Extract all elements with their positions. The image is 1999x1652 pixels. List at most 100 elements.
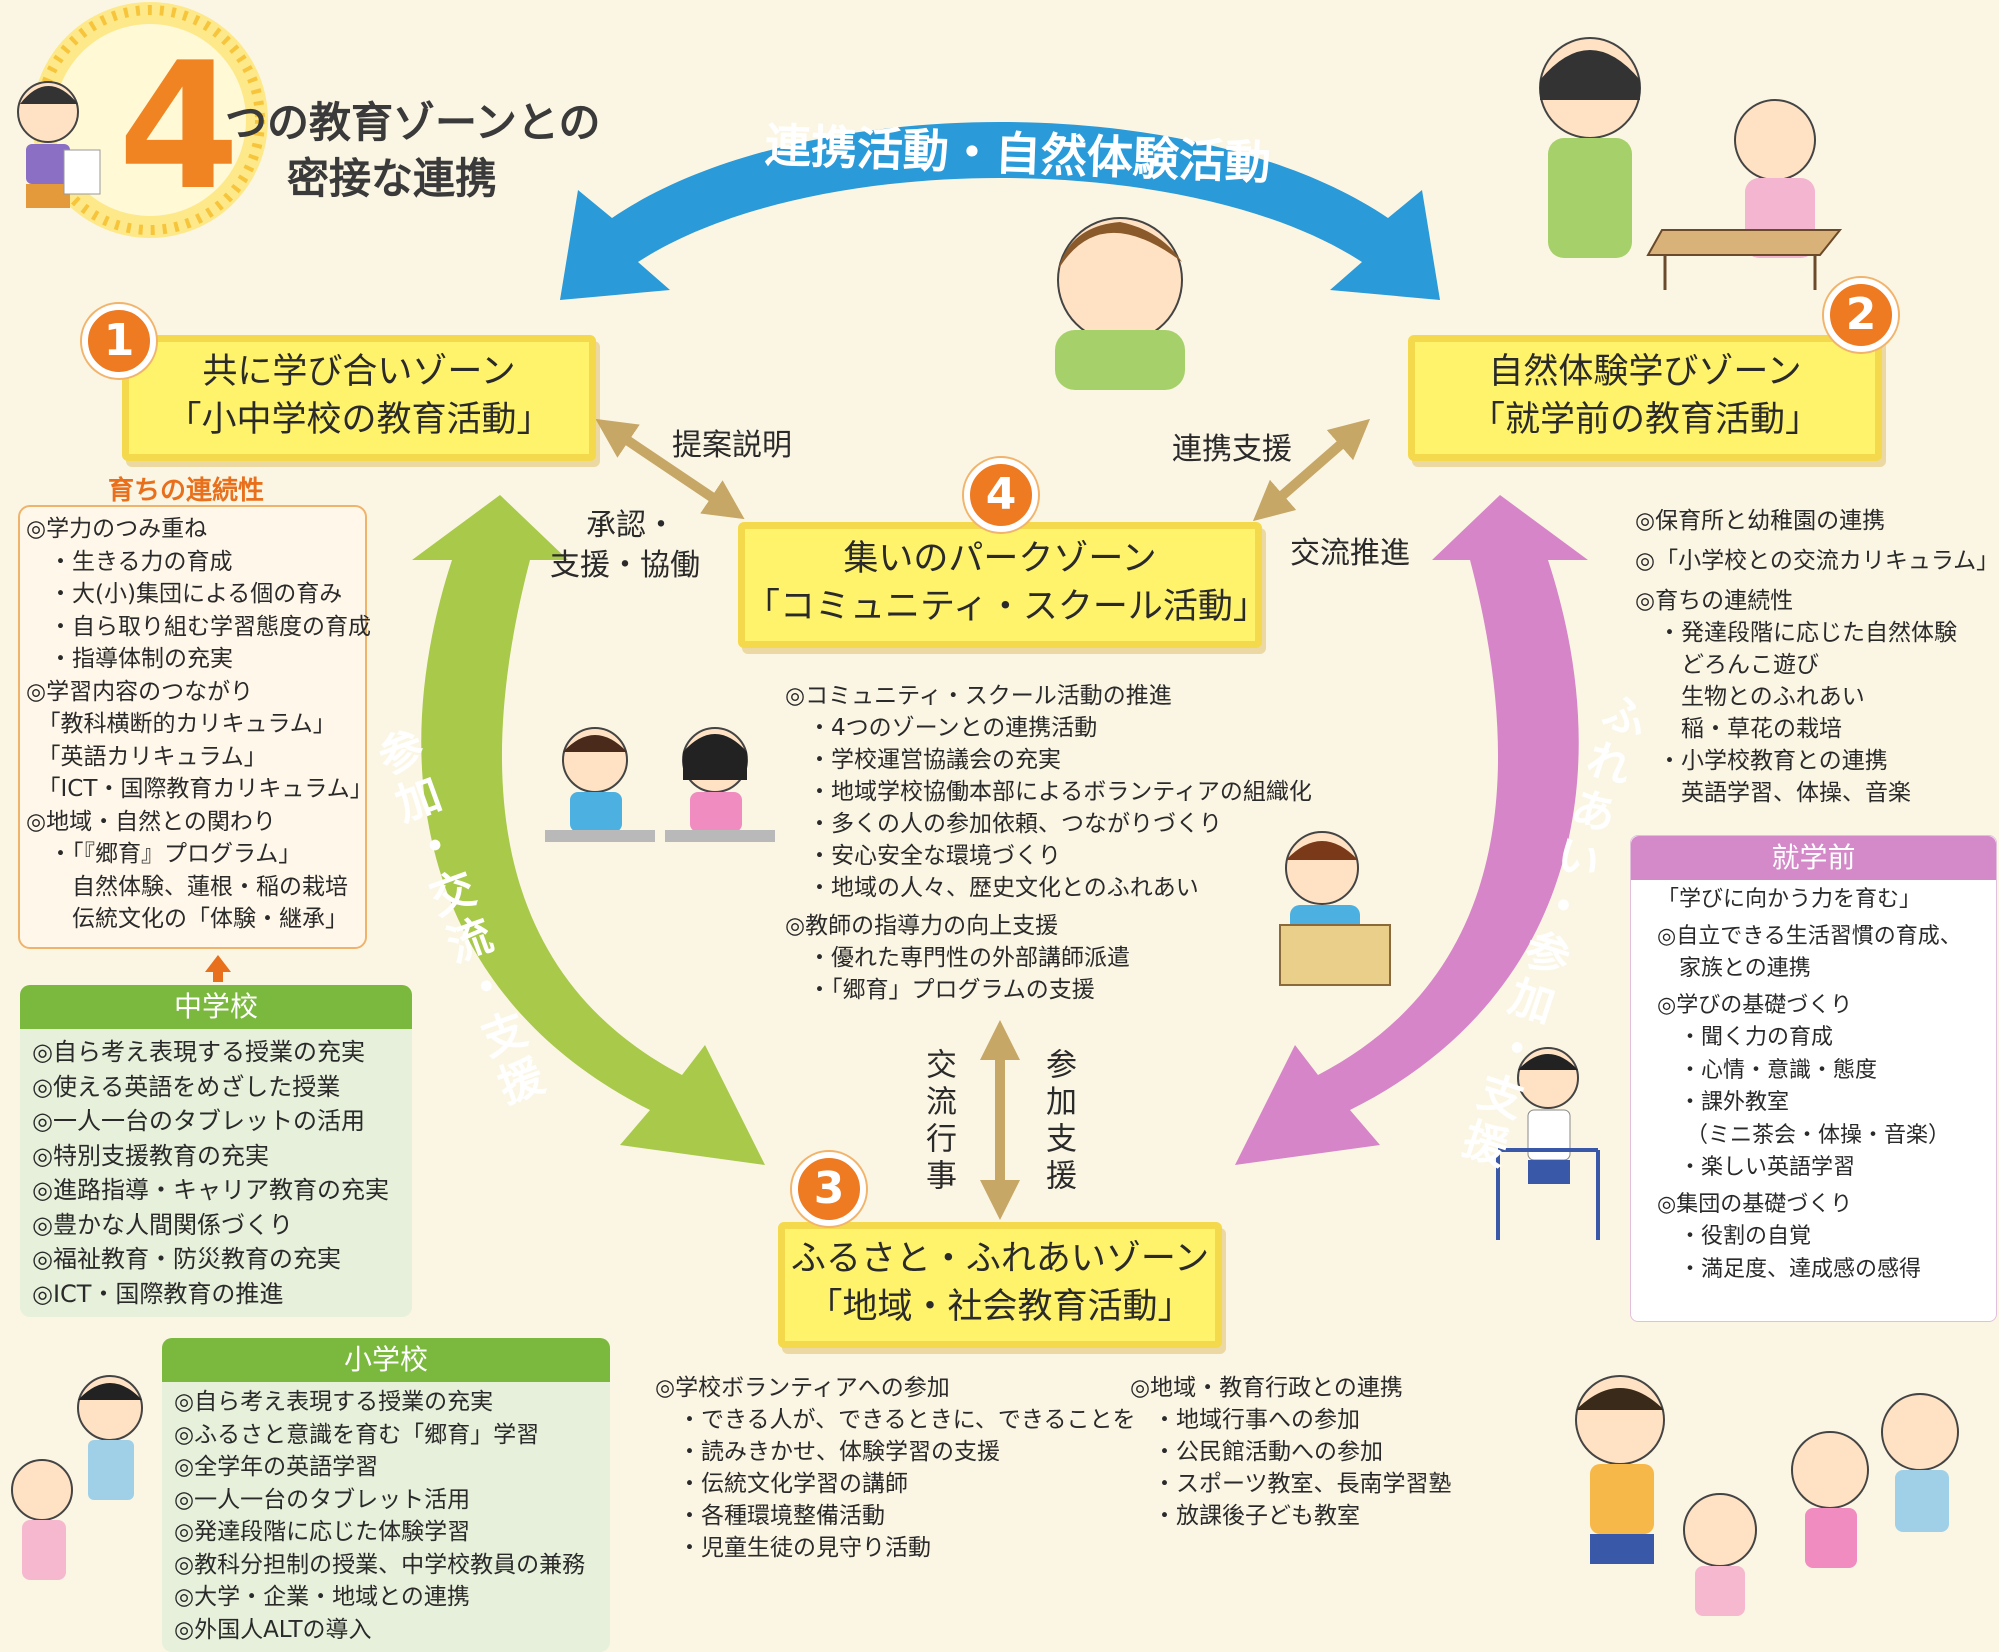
list-item: ◎特別支援教育の充実 <box>32 1141 269 1170</box>
zone-4-badge: 4 <box>964 458 1038 532</box>
list-item: ◎福祉教育・防災教育の充実 <box>32 1245 341 1273</box>
zone-4-line2: 「コミュニティ・スクール活動」 <box>745 587 1268 627</box>
zone-3-line1: ふるさと・ふれあいゾーン <box>790 1239 1210 1279</box>
desk-icon <box>1646 229 1843 290</box>
zone-1-line2: 「小中学校の教育活動」 <box>166 400 552 440</box>
list-item: ・聞く力の育成 <box>1657 1025 1834 1050</box>
sodachi-panel: ◎学力のつみ重ね ・生きる力の育成 ・大(小)集団による個の育み ・自ら取り組む… <box>18 505 373 949</box>
page-title: つの教育ゾーンとの 密接な連携 <box>225 95 600 207</box>
zone-3-line2: 「地域・社会教育活動」 <box>807 1287 1193 1327</box>
child-illustration-icon <box>1055 217 1185 390</box>
list-item: 「学びに向かう力を育む」 <box>1657 887 1922 912</box>
list-item: ・心情・意識・態度 <box>1657 1057 1878 1083</box>
sodachi-list: ◎学力のつみ重ね ・生きる力の育成 ・大(小)集団による個の育み ・自ら取り組む… <box>20 507 373 936</box>
zone-3-box: ふるさと・ふれあいゾーン 「地域・社会教育活動」 <box>778 1222 1222 1348</box>
list-item: 生物とのふれあい <box>1635 684 1865 710</box>
list-item: ・放課後子ども教室 <box>1130 1503 1360 1529</box>
top-blue-arrow <box>560 122 1440 300</box>
list-item: ◎豊かな人間関係づくり <box>32 1210 293 1239</box>
list-item: ◎「小学校との交流カリキュラム」 <box>1635 548 1999 574</box>
shogakko-panel: 小学校 ◎自ら考え表現する授業の充実 ◎ふるさと意識を育む「郷育」学習 ◎全学年… <box>162 1338 610 1652</box>
list-item: ◎一人一台のタブレット活用 <box>174 1486 471 1513</box>
label-center-right: 参加支援 <box>1040 1048 1076 1196</box>
shogakko-list: ◎自ら考え表現する授業の充実 ◎ふるさと意識を育む「郷育」学習 ◎全学年の英語学… <box>162 1382 610 1646</box>
list-item: 英語学習、体操、音楽 <box>1635 780 1911 806</box>
list-item: ・伝統文化学習の講師 <box>655 1471 908 1497</box>
list-item: ◎発達段階に応じた体験学習 <box>174 1519 471 1545</box>
chugakko-heading: 中学校 <box>20 985 412 1029</box>
list-item: ・発達段階に応じた自然体験 <box>1635 620 1957 646</box>
list-item: ◎大学・企業・地域との連携 <box>174 1584 470 1610</box>
list-item: ◎学力のつみ重ね <box>26 516 208 542</box>
label-shonin-2: 支援・協働 <box>550 548 700 583</box>
up-arrow-icon <box>205 955 231 982</box>
list-item: ◎外国人ALTの導入 <box>174 1616 372 1643</box>
list-item: ・大(小)集団による個の育み <box>26 581 343 607</box>
list-item: ・各種環境整備活動 <box>655 1503 885 1529</box>
shugakumae-heading: 就学前 <box>1631 836 1996 880</box>
shogakko-heading: 小学校 <box>162 1338 610 1382</box>
list-item: （ミニ茶会・体操・音楽） <box>1657 1122 1950 1148</box>
list-item: ◎全学年の英語学習 <box>174 1454 379 1480</box>
zone-2-badge: 2 <box>1824 278 1898 352</box>
list-item: ・公民館活動への参加 <box>1130 1439 1383 1465</box>
list-item: ・地域学校協働本部によるボランティアの組織化 <box>785 779 1312 805</box>
right-pink-arrow <box>1235 495 1588 1165</box>
list-item: ・課外教室 <box>1657 1090 1790 1115</box>
child-illustration-icon <box>1575 1375 1959 1616</box>
list-item: ◎学校ボランティアへの参加 <box>655 1375 950 1401</box>
list-item: ・できる人が、できるときに、できることを <box>655 1407 1136 1433</box>
list-item: ◎コミュニティ・スクール活動の推進 <box>785 683 1172 709</box>
zone-1-box: 共に学び合いゾーン 「小中学校の教育活動」 <box>122 335 596 461</box>
list-item: ・多くの人の参加依頼、つながりづくり <box>785 811 1222 837</box>
list-item: ・「郷育」プログラムの支援 <box>785 977 1095 1003</box>
list-item: ◎ふるさと意識を育む「郷育」学習 <box>174 1421 540 1448</box>
list-item: 「英語カリキュラム」 <box>26 743 267 770</box>
list-item: ◎自ら考え表現する授業の充実 <box>174 1389 494 1415</box>
list-item: ◎ICT・国際教育の推進 <box>32 1279 284 1308</box>
preschool-list: ◎保育所と幼稚園の連携 ◎「小学校との交流カリキュラム」 ◎育ちの連続性 ・発達… <box>1635 505 1999 809</box>
list-item: ・「『郷育』プログラム」 <box>26 841 302 867</box>
sodachi-heading: 育ちの連続性 <box>108 476 265 506</box>
list-item: 伝統文化の「体験・継承」 <box>26 906 348 932</box>
list-item: 「ICT・国際教育カリキュラム」 <box>26 776 373 802</box>
list-item: ・読みきかせ、体験学習の支援 <box>655 1439 1000 1465</box>
list-item: 「教科横断的カリキュラム」 <box>26 711 336 737</box>
shugakumae-list: 「学びに向かう力を育む」 ◎自立できる生活習慣の育成、 家族との連携 ◎学びの基… <box>1631 880 1996 1286</box>
list-item: ・児童生徒の見守り活動 <box>655 1535 931 1561</box>
list-item: ◎育ちの連続性 <box>1635 588 1794 614</box>
child-illustration-icon <box>1539 37 1816 258</box>
list-item: ・4つのゾーンとの連携活動 <box>785 715 1098 741</box>
child-illustration-icon <box>11 1375 143 1580</box>
label-koryu: 交流推進 <box>1290 536 1410 571</box>
left-green-arrow <box>412 495 765 1165</box>
shugakumae-panel: 就学前 「学びに向かう力を育む」 ◎自立できる生活習慣の育成、 家族との連携 ◎… <box>1630 835 1997 1322</box>
list-item: 家族との連携 <box>1657 956 1811 981</box>
list-item: ◎集団の基礎づくり <box>1657 1191 1853 1217</box>
list-item: ・指導体制の充実 <box>26 646 233 672</box>
volunteer-list: ◎学校ボランティアへの参加 ・できる人が、できるときに、できることを ・読みきか… <box>655 1372 1135 1564</box>
list-item: ◎進路指導・キャリア教育の充実 <box>32 1176 389 1204</box>
label-center-left: 交流行事 <box>920 1048 956 1196</box>
list-item: ◎保育所と幼稚園の連携 <box>1635 508 1886 534</box>
list-item: ・学校運営協議会の充実 <box>785 747 1061 773</box>
list-item: どろんこ遊び <box>1635 652 1819 678</box>
list-item: ・小学校教育との連携 <box>1635 748 1888 774</box>
chugakko-list: ◎自ら考え表現する授業の充実 ◎使える英語をめざした授業 ◎一人一台のタブレット… <box>20 1029 412 1311</box>
zone-2-line2: 「就学前の教育活動」 <box>1469 400 1820 440</box>
zone-3-badge: 3 <box>792 1152 866 1226</box>
tan-arrow-right <box>1252 418 1371 522</box>
child-illustration-icon <box>17 81 101 208</box>
list-item: ◎教師の指導力の向上支援 <box>785 913 1059 939</box>
list-item: ◎自ら考え表現する授業の充実 <box>32 1038 365 1066</box>
list-item: ◎使える英語をめざした授業 <box>32 1072 341 1101</box>
zone-4-box: 集いのパークゾーン 「コミュニティ・スクール活動」 <box>738 522 1268 648</box>
list-item: 稲・草花の栽培 <box>1635 716 1842 742</box>
child-illustration-icon <box>1279 831 1391 986</box>
label-shonin-1: 承認・ <box>586 508 676 543</box>
zone-1-line1: 共に学び合いゾーン <box>202 352 516 392</box>
chugakko-panel: 中学校 ◎自ら考え表現する授業の充実 ◎使える英語をめざした授業 ◎一人一台のタ… <box>20 985 412 1317</box>
zone-1-badge: 1 <box>82 304 156 378</box>
chiiki-list: ◎地域・教育行政との連携 ・地域行事への参加 ・公民館活動への参加 ・スポーツ教… <box>1130 1372 1452 1532</box>
